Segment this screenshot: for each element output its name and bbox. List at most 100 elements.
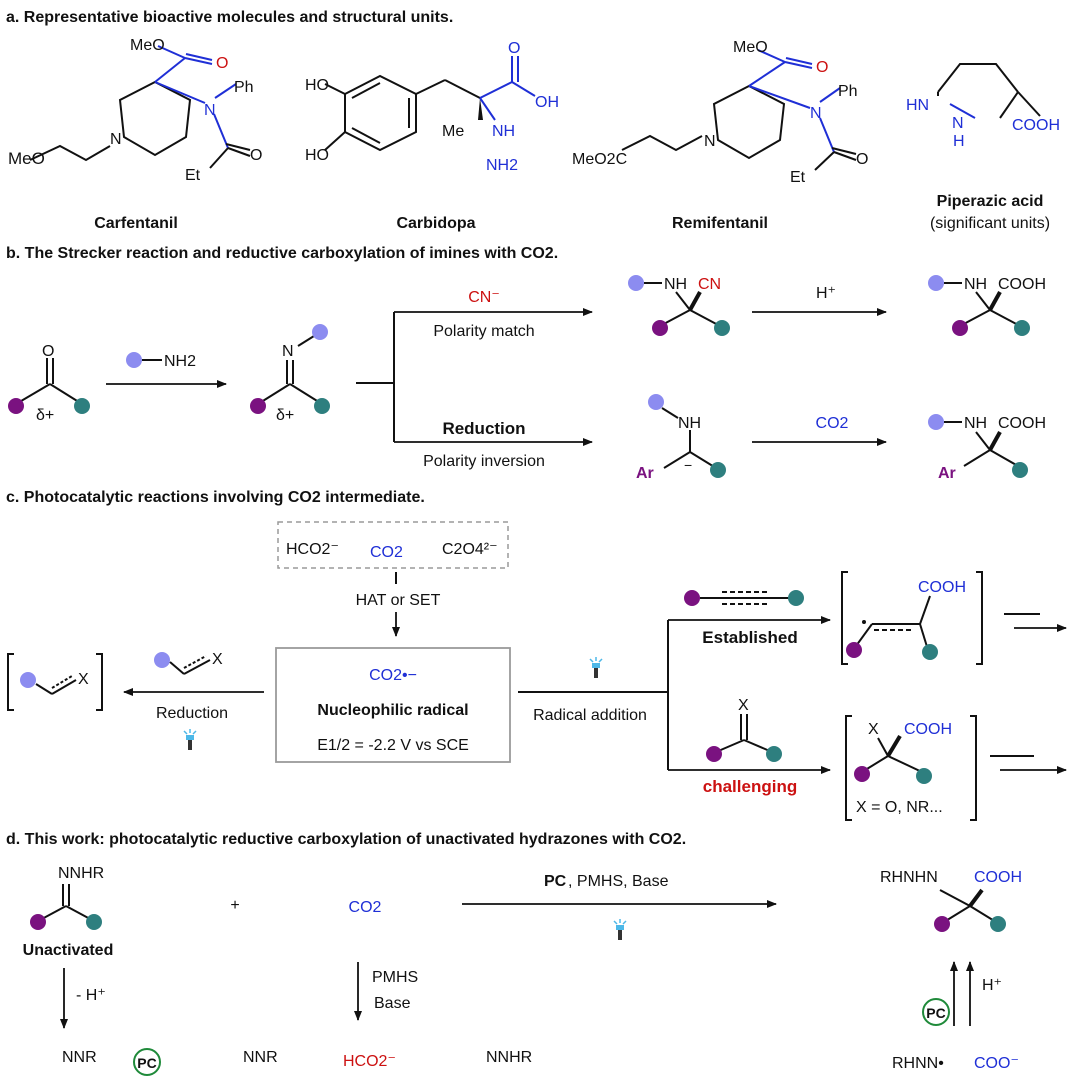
teal-substituent-established <box>922 644 938 660</box>
carbidopa-oh: OH <box>535 94 559 111</box>
acid-nh: NH <box>964 276 987 293</box>
source-formate: HCO2⁻ <box>286 541 339 558</box>
label-reduction: Reduction <box>442 419 525 438</box>
purple-substituent-ketone <box>8 398 24 414</box>
amine-nh2: NH2 <box>164 353 196 370</box>
anion-nh: NH <box>678 415 701 432</box>
radical-anion-x: X <box>78 671 89 688</box>
remifentanil-et: Et <box>790 169 806 186</box>
hydrazone2-nnhr: NNHR <box>486 1049 532 1066</box>
piperazic-name: Piperazic acid <box>937 193 1044 210</box>
formate-d: HCO2⁻ <box>343 1053 396 1070</box>
radical-formula: CO2•− <box>369 667 417 684</box>
label-pmhs: PMHS <box>372 969 418 986</box>
source-co2: CO2 <box>370 544 403 561</box>
lavender-substituent-nitrile <box>628 275 644 291</box>
carbonyl-x: X <box>738 697 749 714</box>
anion-charge: − <box>684 457 692 473</box>
nitrile-cn: CN <box>698 276 721 293</box>
lavender-substituent-acid <box>928 275 944 291</box>
radical-source-box <box>277 521 509 569</box>
label-polarity-match: Polarity match <box>433 323 534 340</box>
label-challenging: challenging <box>703 777 797 796</box>
molecule-carfentanil: MeO <box>8 45 251 169</box>
section-b-heading: b. The Strecker reaction and reductive c… <box>6 245 558 262</box>
section-c-heading: c. Photocatalytic reactions involving CO… <box>6 489 425 506</box>
teal-substituent-ketone <box>74 398 90 414</box>
remifentanil-name: Remifentanil <box>672 215 768 232</box>
remifentanil-o: O <box>816 59 828 76</box>
molecule-remifentanil <box>621 49 857 171</box>
carfentanil-meo: MeO <box>130 37 165 54</box>
teal-substituent-carboxyl <box>1012 462 1028 478</box>
lavender-substituent-amine <box>126 352 142 368</box>
product-cooh: COOH <box>974 869 1022 886</box>
condition-pc: PC <box>544 873 567 890</box>
radical-box <box>275 647 511 763</box>
label-proton-d: H⁺ <box>982 977 1002 994</box>
purple-substituent-acid <box>952 320 968 336</box>
anion-nnr: NNR <box>62 1049 97 1066</box>
carfentanil-ph2: Ph <box>234 79 254 96</box>
carbidopa-o: O <box>508 40 520 57</box>
purple-substituent-hydrazone <box>30 914 46 930</box>
remifentanil-n-ring: N <box>704 133 716 150</box>
reagent-proton: H⁺ <box>816 285 836 302</box>
lavender-substituent-radical-anion <box>20 672 36 688</box>
molecule-carbidopa <box>324 56 536 152</box>
lavender-substituent-anion <box>648 394 664 410</box>
carfentanil-name: Carfentanil <box>94 215 178 232</box>
carbidopa-nh2: NH2 <box>486 157 518 174</box>
ketone-o: O <box>42 343 54 360</box>
carbidopa-ho2: HO <box>305 147 329 164</box>
carfentanil-ph1: MeO <box>8 149 45 168</box>
label-base: Base <box>374 995 411 1012</box>
pc-badge-2 <box>922 998 950 1026</box>
label-reduction-left: Reduction <box>156 705 228 722</box>
nitrile-nh: NH <box>664 276 687 293</box>
pc-badge-1 <box>133 1048 161 1076</box>
carfentanil-n-ring: N <box>110 131 122 148</box>
radical-nnr: NNR <box>243 1049 278 1066</box>
section-a-heading: a. Representative bioactive molecules an… <box>6 9 453 26</box>
teal-substituent-acid <box>1014 320 1030 336</box>
carboxyl-nh: NH <box>964 415 987 432</box>
remifentanil-meo2c: MeO2C <box>572 151 627 168</box>
radical-potential: E1/2 = -2.2 V vs SCE <box>317 737 469 754</box>
teal-substituent-product <box>990 916 1006 932</box>
carfentanil-o2: O <box>250 147 262 164</box>
carbidopa-name: Carbidopa <box>396 215 475 232</box>
piperazic-n: N <box>952 115 964 132</box>
purple-substituent-challenging <box>854 766 870 782</box>
product-rhnhn: RHNHN <box>880 869 938 886</box>
hydrazone-nnhr: NNHR <box>58 865 104 882</box>
label-unactivated: Unactivated <box>23 942 114 959</box>
remifentanil-n-amide: N <box>810 105 822 122</box>
remifentanil-meo: MeO <box>733 39 768 56</box>
label-polarity-inversion: Polarity inversion <box>423 453 545 470</box>
reagent-cyanide: CN⁻ <box>468 289 500 306</box>
teal-substituent-alkyne <box>788 590 804 606</box>
imine-n: N <box>282 343 294 360</box>
challenging-x-note: X = O, NR... <box>856 799 943 816</box>
piperazic-cooh: COOH <box>1012 117 1060 134</box>
purple-substituent-nitrile <box>652 320 668 336</box>
challenging-cooh: COOH <box>904 721 952 738</box>
purple-substituent-imine <box>250 398 266 414</box>
acid-cooh: COOH <box>998 276 1046 293</box>
pc-label-1: PC <box>137 1055 156 1071</box>
plus-sign: + <box>230 897 239 914</box>
olefin-x: X <box>212 651 223 668</box>
piperazic-subtitle: (significant units) <box>930 215 1050 232</box>
teal-substituent-challenging <box>916 768 932 784</box>
carfentanil-et: Et <box>185 167 201 184</box>
condition-rest: , PMHS, Base <box>568 873 669 890</box>
molecule-piperazic-acid <box>937 63 1041 119</box>
carboxylate-d: COO⁻ <box>974 1055 1019 1072</box>
carfentanil-o: O <box>216 55 228 72</box>
carboxyl-cooh: COOH <box>998 415 1046 432</box>
radical-product: RHNN• <box>892 1055 944 1072</box>
challenging-x: X <box>868 721 879 738</box>
teal-substituent-carbonyl <box>766 746 782 762</box>
